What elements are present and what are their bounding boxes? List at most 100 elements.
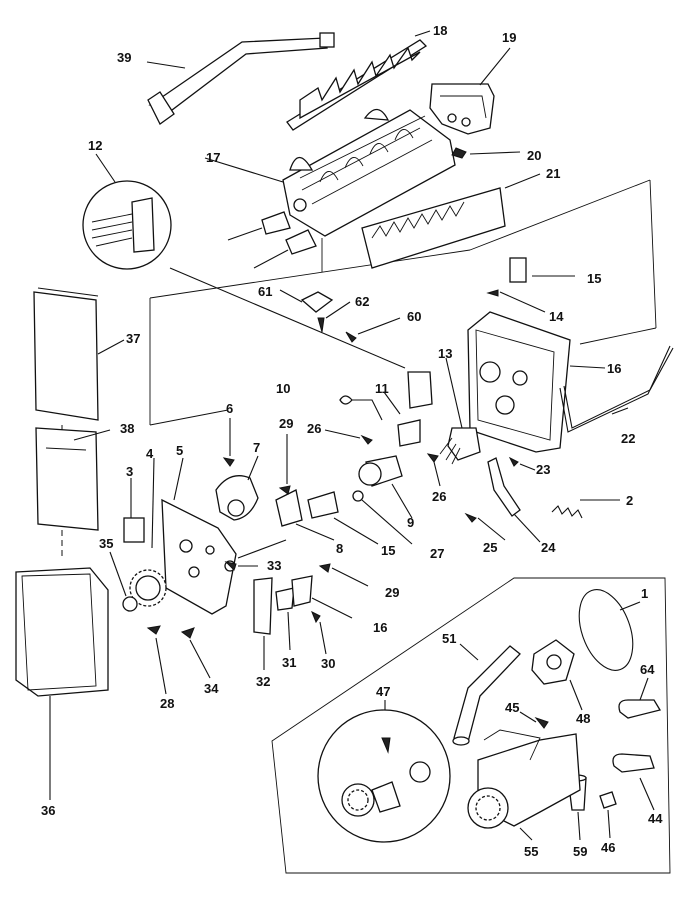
screw-part-28 <box>146 625 167 695</box>
callout-label: 13 <box>438 346 452 361</box>
callout-label: 38 <box>120 421 134 436</box>
callout-label: 21 <box>546 166 560 181</box>
screw-part-20 <box>451 147 521 159</box>
callout-label: 31 <box>282 655 296 670</box>
part-3 <box>123 478 145 543</box>
screw-part-6 <box>222 418 235 467</box>
callout-label: 11 <box>375 381 389 396</box>
hose-part-51 <box>452 643 521 746</box>
bracket-part-32 <box>253 577 273 670</box>
feeler-arm-part-22 <box>559 345 674 433</box>
callout-label: 32 <box>256 674 270 689</box>
callout-label: 59 <box>573 844 587 859</box>
box-part-36 <box>15 567 109 800</box>
card-part-38 <box>35 427 111 531</box>
part-11 <box>383 371 433 447</box>
wiring-harness-part-12 <box>82 153 406 369</box>
callout-labels: 39 18 19 12 17 20 21 15 61 62 60 14 37 1… <box>41 23 663 859</box>
fill-tube-part-39 <box>146 32 335 125</box>
callout-label: 45 <box>505 700 519 715</box>
lever-part-24 <box>487 457 541 543</box>
callout-label: 48 <box>576 711 590 726</box>
callout-label: 18 <box>433 23 447 38</box>
screw-part-23 <box>508 456 536 471</box>
callout-label: 30 <box>321 656 335 671</box>
screw-part-26-lower <box>426 453 441 487</box>
clamp-part-64 <box>618 677 662 719</box>
callout-label: 46 <box>601 840 615 855</box>
callout-label: 24 <box>541 540 556 555</box>
water-valve-part-55 <box>467 729 581 841</box>
callout-label: 14 <box>549 309 564 324</box>
callout-label: 3 <box>126 464 133 479</box>
callout-label: 60 <box>407 309 421 324</box>
callout-label: 15 <box>381 543 395 558</box>
callout-label: 44 <box>648 811 663 826</box>
gear-part-35 <box>109 551 167 612</box>
screw-part-14 <box>486 289 546 313</box>
screw-part-60 <box>345 317 401 343</box>
shield-part-21 <box>361 173 541 269</box>
callout-label: 2 <box>626 493 633 508</box>
callout-label: 26 <box>432 489 446 504</box>
callout-label: 25 <box>483 540 497 555</box>
motor-part-7 <box>215 455 259 521</box>
nut-part-48 <box>531 639 583 711</box>
part-13 <box>439 357 481 465</box>
callout-label: 15 <box>587 271 601 286</box>
manual-part-37 <box>33 287 125 421</box>
ice-mold-part-17 <box>204 108 456 272</box>
part-33 <box>224 561 258 571</box>
part-10 <box>339 395 383 421</box>
callout-label: 27 <box>430 546 444 561</box>
callout-label: 29 <box>385 585 399 600</box>
callout-label: 51 <box>442 631 456 646</box>
screw-part-25 <box>464 512 506 541</box>
part-31 <box>275 587 295 651</box>
part-9 <box>358 455 413 519</box>
callout-label: 37 <box>126 331 140 346</box>
part-4 <box>151 457 155 549</box>
callout-label: 19 <box>502 30 516 45</box>
screw-part-26-upper <box>324 429 373 445</box>
callout-label: 5 <box>176 443 183 458</box>
callout-label: 16 <box>607 361 621 376</box>
callout-label: 35 <box>99 536 113 551</box>
switch-part-15-upper <box>509 257 575 283</box>
callout-label: 39 <box>117 50 131 65</box>
switch-part-8 <box>275 434 335 541</box>
callout-label: 28 <box>160 696 174 711</box>
clip-part-46 <box>599 791 617 839</box>
callout-label: 26 <box>307 421 321 436</box>
callout-label: 55 <box>524 844 538 859</box>
callout-label: 1 <box>641 586 648 601</box>
callout-label: 16 <box>373 620 387 635</box>
switch-part-15-lower <box>307 491 379 545</box>
valve-detail-part-47 <box>317 700 451 843</box>
washer-part-27 <box>352 490 413 545</box>
callout-label: 36 <box>41 803 55 818</box>
callout-label: 12 <box>88 138 102 153</box>
part-19 <box>429 47 511 135</box>
callout-label: 22 <box>621 431 635 446</box>
wire-loop-part-1 <box>578 589 641 671</box>
callout-label: 33 <box>267 558 281 573</box>
callout-label: 20 <box>527 148 541 163</box>
callout-label: 9 <box>407 515 414 530</box>
callout-label: 34 <box>204 681 219 696</box>
water-valve-section-box <box>271 577 671 874</box>
screw-part-45 <box>519 711 549 729</box>
screw-part-34 <box>180 627 211 679</box>
callout-label: 47 <box>376 684 390 699</box>
callout-label: 61 <box>258 284 272 299</box>
ejector-part-18 <box>286 30 431 131</box>
callout-label: 62 <box>355 294 369 309</box>
callout-label: 23 <box>536 462 550 477</box>
callout-label: 8 <box>336 541 343 556</box>
callout-label: 29 <box>279 416 293 431</box>
callout-label: 6 <box>226 401 233 416</box>
screw-part-30 <box>311 610 327 655</box>
callout-label: 7 <box>253 440 260 455</box>
callout-label: 4 <box>146 446 154 461</box>
